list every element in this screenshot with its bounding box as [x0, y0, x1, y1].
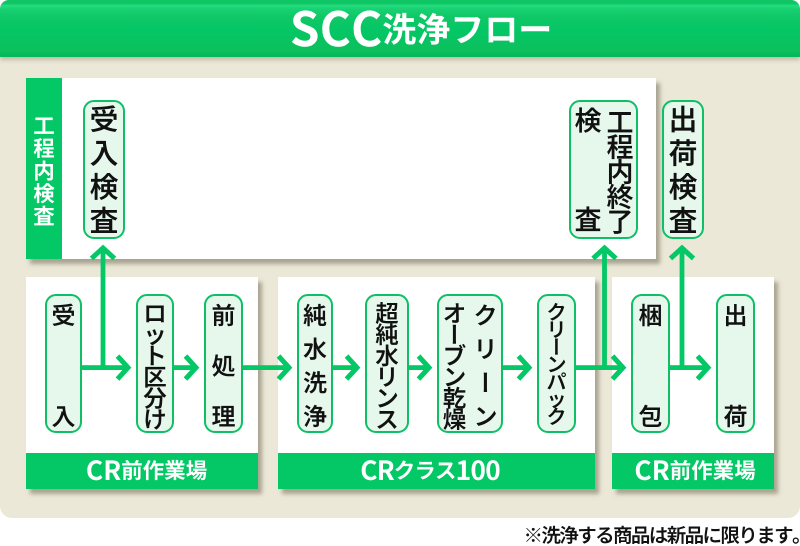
- step-box-shukka: [716, 294, 755, 433]
- step-box-clean-oven-kanso: [437, 294, 503, 433]
- inspection-box-incoming-label: [85, 102, 123, 237]
- inspection-sidebar: [26, 78, 62, 259]
- step-box-maeshori: [204, 294, 243, 433]
- inspection-box-shipping-label: [664, 102, 702, 237]
- inspection-box-process-end-col1: [604, 102, 636, 237]
- section-label-cr-class-100: [278, 453, 595, 489]
- step-label: [138, 296, 172, 431]
- page-title: [0, 0, 800, 57]
- inspection-sidebar-label: [26, 78, 62, 259]
- note-text: [0, 518, 800, 546]
- step-label: [367, 296, 407, 431]
- in-process-inspection-zone: [26, 78, 656, 259]
- step-label: [206, 296, 241, 431]
- inspection-box-incoming: [83, 100, 125, 239]
- step-label: [539, 296, 574, 431]
- inspection-box-process-end-col2: [572, 102, 604, 237]
- inspection-box-shipping: [662, 100, 704, 239]
- step-box-konpo: [631, 294, 670, 433]
- step-box-ukeire: [45, 294, 82, 433]
- step-label: [47, 296, 80, 431]
- step-label: [718, 296, 753, 431]
- section-label-pre-cr-2: [612, 453, 774, 489]
- step-box-chojunsui-rinse: [365, 294, 409, 433]
- step-label: [470, 296, 501, 431]
- step-label: [439, 296, 470, 431]
- diagram-card: [0, 0, 800, 518]
- inspection-box-process-end: [569, 100, 638, 239]
- title-bar: [0, 0, 800, 57]
- step-box-junsui-senjo: [297, 294, 333, 433]
- step-box-lot-kubunke: [136, 294, 174, 433]
- step-box-clean-pack: [537, 294, 576, 433]
- section-label-pre-cr-1: [26, 453, 258, 489]
- step-label: [299, 296, 331, 431]
- step-label: [633, 296, 668, 431]
